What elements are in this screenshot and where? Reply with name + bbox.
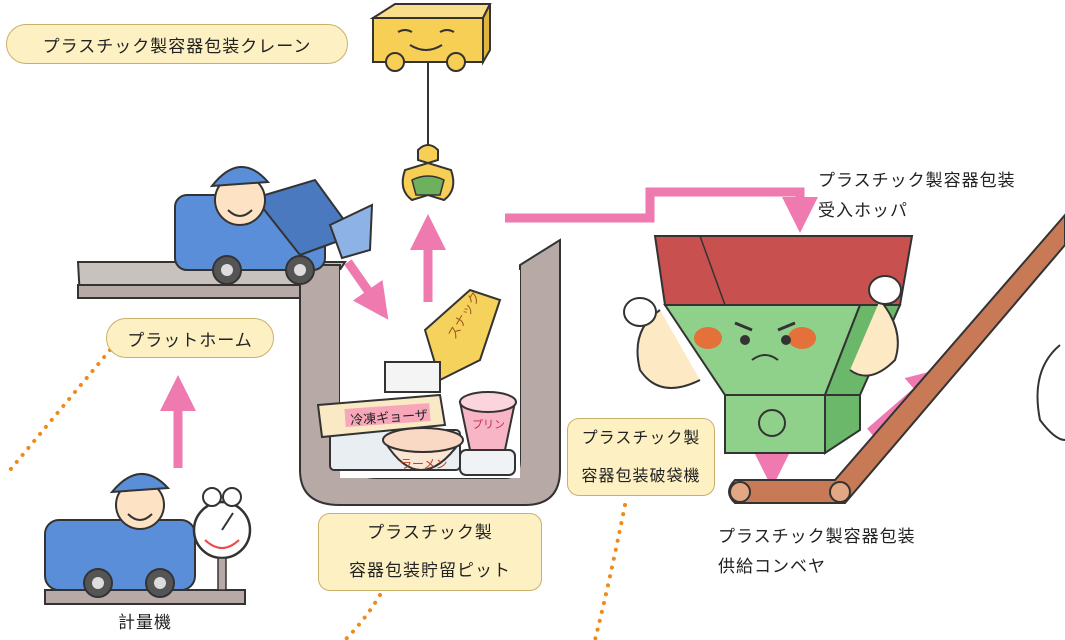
label-conveyor-line2: 供給コンベヤ xyxy=(718,557,826,577)
waste-packages: スナック 冷凍ギョーザ プリン ラーメン xyxy=(316,288,517,476)
pudding-text: プリン xyxy=(472,418,505,431)
label-breaker-line1: プラスチック製 xyxy=(581,428,701,447)
label-conveyor: プラスチック製容器包装 供給コンベヤ xyxy=(718,522,916,582)
label-hopper-line2: 受入ホッパ xyxy=(818,201,908,221)
label-crane: プラスチック製容器包装クレーン xyxy=(6,24,348,64)
dotted-leaders xyxy=(8,348,627,640)
label-platform: プラットホーム xyxy=(106,318,274,358)
crane xyxy=(369,3,492,202)
label-scale: 計量機 xyxy=(118,613,172,633)
breaker-leader xyxy=(593,503,627,640)
supply-conveyor xyxy=(728,213,1065,504)
label-hopper-line1: プラスチック製容器包装 xyxy=(818,171,1016,191)
ramen-bowl: ラーメン xyxy=(382,427,464,471)
label-pit: プラスチック製 容器包装貯留ピット xyxy=(318,513,542,591)
weighbridge xyxy=(44,472,252,605)
gear-icon xyxy=(758,409,786,437)
gyoza-text: 冷凍ギョーザ xyxy=(350,407,429,428)
pudding-cup: プリン xyxy=(458,391,517,451)
label-hopper: プラスチック製容器包装 受入ホッパ xyxy=(818,166,1016,226)
label-breaker-line2: 容器包装破袋機 xyxy=(581,466,701,485)
pit-leader xyxy=(343,593,382,640)
label-conveyor-line1: プラスチック製容器包装 xyxy=(718,527,916,547)
ramen-text: ラーメン xyxy=(400,457,448,471)
label-pit-line2: 容器包装貯留ピット xyxy=(349,561,511,581)
label-breaker: プラスチック製 容器包装破袋機 xyxy=(567,418,715,496)
arrow-truck-to-pit xyxy=(344,259,389,320)
receiving-hopper xyxy=(623,235,914,455)
gyoza-package: 冷凍ギョーザ xyxy=(316,393,447,439)
arrow-crane-to-hopper xyxy=(505,187,818,233)
truck-platform xyxy=(174,165,374,285)
label-pit-line1: プラスチック製 xyxy=(367,523,493,543)
platform-leader xyxy=(8,348,112,472)
